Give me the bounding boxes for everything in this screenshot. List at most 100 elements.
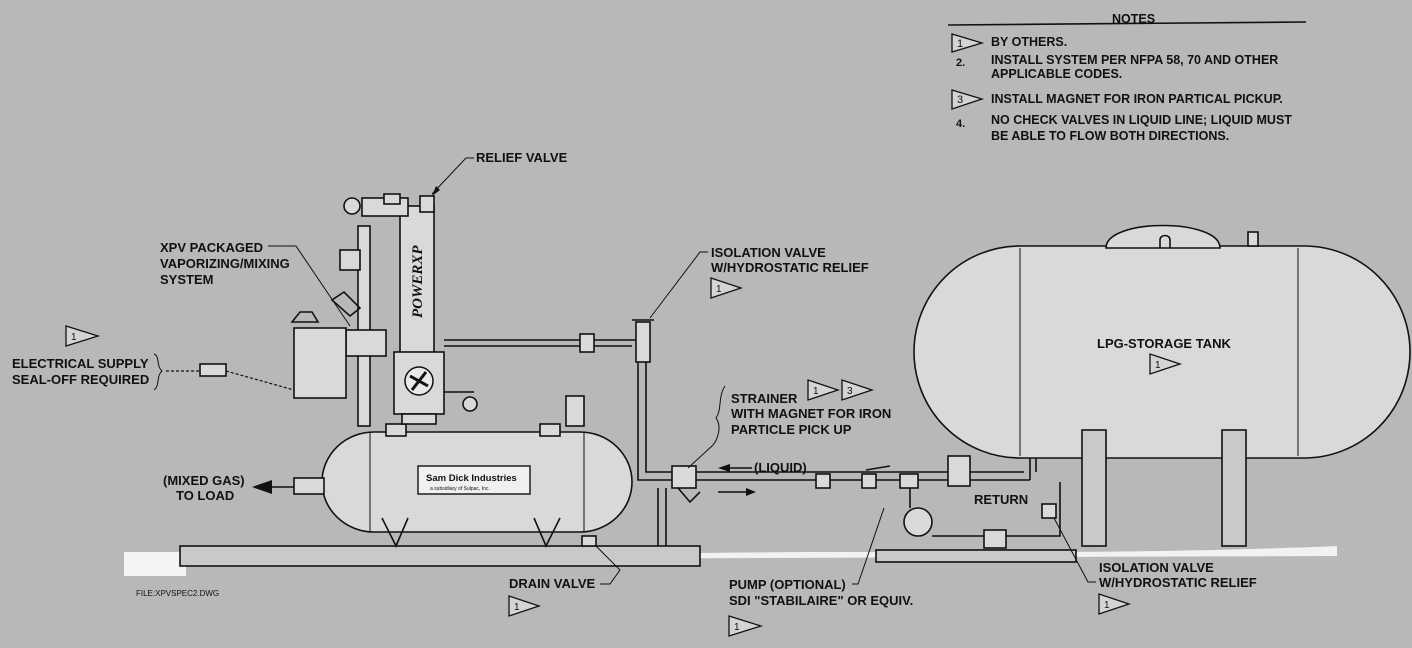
electrical-conduit xyxy=(166,370,295,391)
relief-valve-label: RELIEF VALVE xyxy=(476,150,568,165)
strainer-label-line3: PARTICLE PICK UP xyxy=(731,422,852,437)
powerxp-brand: POWERXP xyxy=(410,245,426,318)
note-3: 3 INSTALL MAGNET FOR IRON PARTICAL PICKU… xyxy=(951,89,1283,110)
pump-label-line2: SDI "STABILAIRE" OR EQUIV. xyxy=(729,593,913,608)
tank-label: LPG-STORAGE TANK xyxy=(1097,336,1231,351)
liquid-label: (LIQUID) xyxy=(754,460,807,475)
notes-rule xyxy=(947,21,1307,26)
pipe-union xyxy=(815,473,831,489)
ball-valve-icon xyxy=(861,473,877,489)
nameplate-subtitle: a subsidiary of Sulpac, Inc. xyxy=(430,486,490,492)
tee-fitting xyxy=(899,473,919,489)
note-4-text-line1: NO CHECK VALVES IN LIQUID LINE; LIQUID M… xyxy=(991,113,1292,127)
mixing-valve-icon xyxy=(330,290,362,318)
pump-strainer-icon xyxy=(983,529,1007,549)
safety-valve-icon xyxy=(565,395,585,427)
strainer-icon xyxy=(671,465,697,489)
tank-saddle-right xyxy=(1221,429,1247,547)
note-flag-1-icon xyxy=(951,33,985,53)
iso-bottom-leader xyxy=(1053,517,1096,583)
note-marker-2: 2. xyxy=(956,57,965,69)
dome-handle xyxy=(1159,234,1171,248)
pump-flag: 1 xyxy=(728,615,764,637)
liquid-piping xyxy=(444,319,1061,549)
drain-flag: 1 xyxy=(508,595,542,617)
flag-number: 3 xyxy=(847,386,853,397)
flag-1-icon xyxy=(1098,593,1132,615)
return-label: RETURN xyxy=(974,492,1028,507)
strainer-basket xyxy=(677,487,701,504)
control-base xyxy=(401,413,437,425)
drain-valve-leader xyxy=(595,545,621,585)
flag-1-icon xyxy=(710,277,744,299)
note-4: 4. NO CHECK VALVES IN LIQUID LINE; LIQUI… xyxy=(956,113,1292,143)
iso-bottom-flag: 1 xyxy=(1098,593,1132,615)
iso-bottom-label-line1: ISOLATION VALVE xyxy=(1099,560,1214,575)
riser-pipe xyxy=(357,225,371,427)
flag-number: 1 xyxy=(813,386,819,397)
file-label: FILE:XPVSPEC2.DWG xyxy=(136,589,219,598)
storage-tank-body xyxy=(913,245,1411,459)
ground xyxy=(124,545,1337,576)
isolation-valve-top xyxy=(635,321,651,363)
note-flag-3-icon xyxy=(951,89,985,110)
notes-block: NOTES 1 BY OTHERS. 2. INSTALL SYSTEM PER… xyxy=(947,12,1307,143)
note-3-text: INSTALL MAGNET FOR IRON PARTICAL PICKUP. xyxy=(991,92,1283,106)
note-marker-4: 4. xyxy=(956,118,965,130)
tank-leg-right xyxy=(533,517,561,548)
flag-1-icon xyxy=(728,615,764,637)
iso-top-label-line2: W/HYDROSTATIC RELIEF xyxy=(711,260,869,275)
note-marker-3: 3 xyxy=(957,94,963,106)
xpv-system: POWERXP xyxy=(166,193,585,427)
elec-label-line1: ELECTRICAL SUPPLY xyxy=(12,356,149,371)
drain-valve-body xyxy=(581,535,597,547)
support-post xyxy=(657,488,667,546)
mixed-gas-arrow-icon xyxy=(252,480,272,494)
note-2-text-line1: INSTALL SYSTEM PER NFPA 58, 70 AND OTHER xyxy=(991,53,1278,67)
flag-3-icon xyxy=(841,379,875,401)
pump-discharge-line xyxy=(932,482,1061,537)
tank-saddle-left xyxy=(1081,429,1107,547)
flag-number: 1 xyxy=(1155,360,1161,371)
pump-icon xyxy=(903,507,933,537)
pump-pad xyxy=(875,549,1077,563)
concrete-pad xyxy=(179,545,701,567)
iso-top-label-line1: ISOLATION VALVE xyxy=(711,245,826,260)
vaporizer-receiver-tank: Sam Dick Industries a subsidiary of Sulp… xyxy=(252,423,633,548)
strainer-flag-3: 3 xyxy=(841,379,875,401)
flag-number: 1 xyxy=(514,602,520,613)
mixing-block xyxy=(345,329,387,357)
mixed-gas-label-line2: TO LOAD xyxy=(176,488,234,503)
xpv-label-line1: XPV PACKAGED xyxy=(160,240,263,255)
elec-label-line2: SEAL-OFF REQUIRED xyxy=(12,372,149,387)
tank-saddle-top-left xyxy=(385,423,407,437)
right-gauge-icon xyxy=(462,396,478,412)
flag-number: 1 xyxy=(716,284,722,295)
seal-off-fitting xyxy=(199,363,227,377)
flag-number: 1 xyxy=(71,332,77,343)
flag-1-icon xyxy=(508,595,542,617)
strainer-flag-1: 1 xyxy=(807,379,841,401)
ground-strip-left xyxy=(124,552,186,576)
tank-leg-left xyxy=(381,517,409,548)
tank-dome xyxy=(1105,224,1221,249)
drain-valve-label: DRAIN VALVE xyxy=(509,576,596,591)
note-2-text-line2: APPLICABLE CODES. xyxy=(991,67,1122,81)
note-marker-1: 1 xyxy=(957,38,963,50)
iso-bottom-label-line2: W/HYDROSTATIC RELIEF xyxy=(1099,575,1257,590)
electrical-panel xyxy=(293,327,347,399)
iso-top-leader xyxy=(649,251,708,319)
note-2: 2. INSTALL SYSTEM PER NFPA 58, 70 AND OT… xyxy=(956,53,1278,81)
fan-blades-icon xyxy=(409,371,429,391)
flag-number: 1 xyxy=(1104,600,1110,611)
note-4-text-line2: BE ABLE TO FLOW BOTH DIRECTIONS. xyxy=(991,129,1229,143)
flag-1-icon xyxy=(1149,353,1183,375)
liquid-arrow-icon xyxy=(718,464,730,472)
strainer-brace-leader xyxy=(687,385,726,469)
note-1: 1 BY OTHERS. xyxy=(951,33,1067,53)
flag-1-icon xyxy=(807,379,841,401)
relief-valve-arrow-icon xyxy=(432,186,440,196)
elec-brace xyxy=(153,353,163,391)
flag-number: 1 xyxy=(734,622,740,633)
outlet-fitting xyxy=(293,477,325,495)
